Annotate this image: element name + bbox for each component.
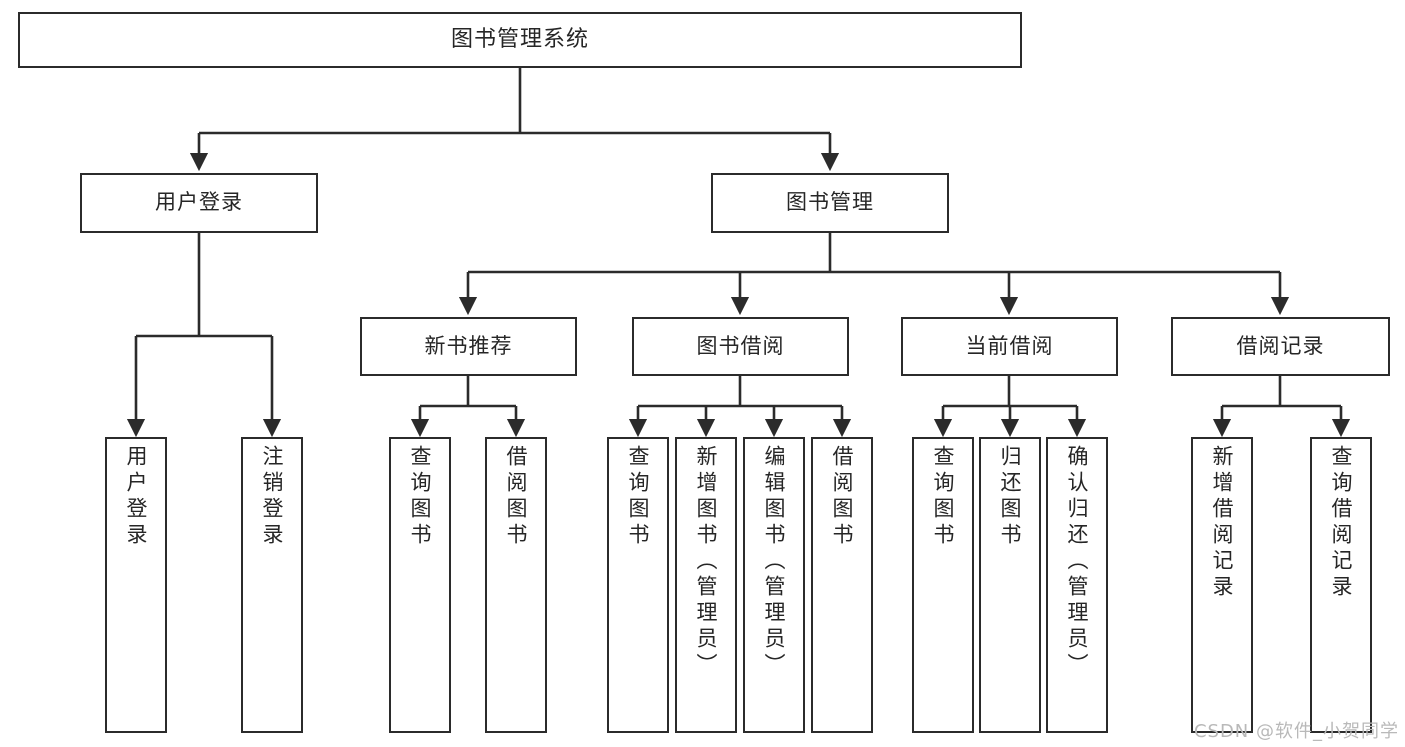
leaf-edit-book-admin[interactable]: 编辑图书（管理员）	[743, 437, 805, 733]
node-label: 归还图书	[998, 445, 1023, 549]
node-label: 用户登录	[155, 190, 243, 215]
node-label: 新书推荐	[424, 333, 513, 358]
node-new-book-recommend[interactable]: 新书推荐	[360, 317, 577, 376]
node-label: 新增借阅记录	[1210, 445, 1235, 601]
node-user-login[interactable]: 用户登录	[80, 173, 318, 233]
node-book-borrow[interactable]: 图书借阅	[632, 317, 849, 376]
leaf-query-borrow-record[interactable]: 查询借阅记录	[1310, 437, 1372, 733]
node-label: 查询图书	[626, 445, 651, 549]
csdn-watermark: CSDN @软件_小贺同学	[1193, 721, 1399, 742]
node-label: 当前借阅	[965, 333, 1054, 358]
leaf-add-borrow-record[interactable]: 新增借阅记录	[1191, 437, 1253, 733]
leaf-borrow-book-new[interactable]: 借阅图书	[485, 437, 547, 733]
leaf-confirm-return-admin[interactable]: 确认归还（管理员）	[1046, 437, 1108, 733]
leaf-query-book-new[interactable]: 查询图书	[389, 437, 451, 733]
node-current-borrow[interactable]: 当前借阅	[901, 317, 1118, 376]
node-label: 编辑图书（管理员）	[762, 445, 787, 679]
node-label: 查询借阅记录	[1329, 445, 1354, 601]
node-root-system[interactable]: 图书管理系统	[18, 12, 1022, 68]
node-label: 借阅图书	[830, 445, 855, 549]
node-book-management[interactable]: 图书管理	[711, 173, 949, 233]
node-borrow-record[interactable]: 借阅记录	[1171, 317, 1390, 376]
leaf-user-login[interactable]: 用户登录	[105, 437, 167, 733]
node-label: 用户登录	[124, 445, 149, 549]
leaf-add-book-admin[interactable]: 新增图书（管理员）	[675, 437, 737, 733]
leaf-query-book-current[interactable]: 查询图书	[912, 437, 974, 733]
node-label: 新增图书（管理员）	[694, 445, 719, 679]
leaf-borrow-book[interactable]: 借阅图书	[811, 437, 873, 733]
node-label: 借阅记录	[1236, 333, 1325, 358]
node-label: 查询图书	[931, 445, 956, 549]
node-label: 确认归还（管理员）	[1065, 445, 1090, 679]
leaf-query-book[interactable]: 查询图书	[607, 437, 669, 733]
leaf-logout[interactable]: 注销登录	[241, 437, 303, 733]
node-label: 图书管理	[786, 190, 874, 215]
node-label: 借阅图书	[504, 445, 529, 549]
node-label: 图书管理系统	[450, 26, 589, 52]
leaf-return-book[interactable]: 归还图书	[979, 437, 1041, 733]
node-label: 图书借阅	[696, 333, 785, 358]
node-label: 查询图书	[408, 445, 433, 549]
node-label: 注销登录	[260, 445, 285, 549]
